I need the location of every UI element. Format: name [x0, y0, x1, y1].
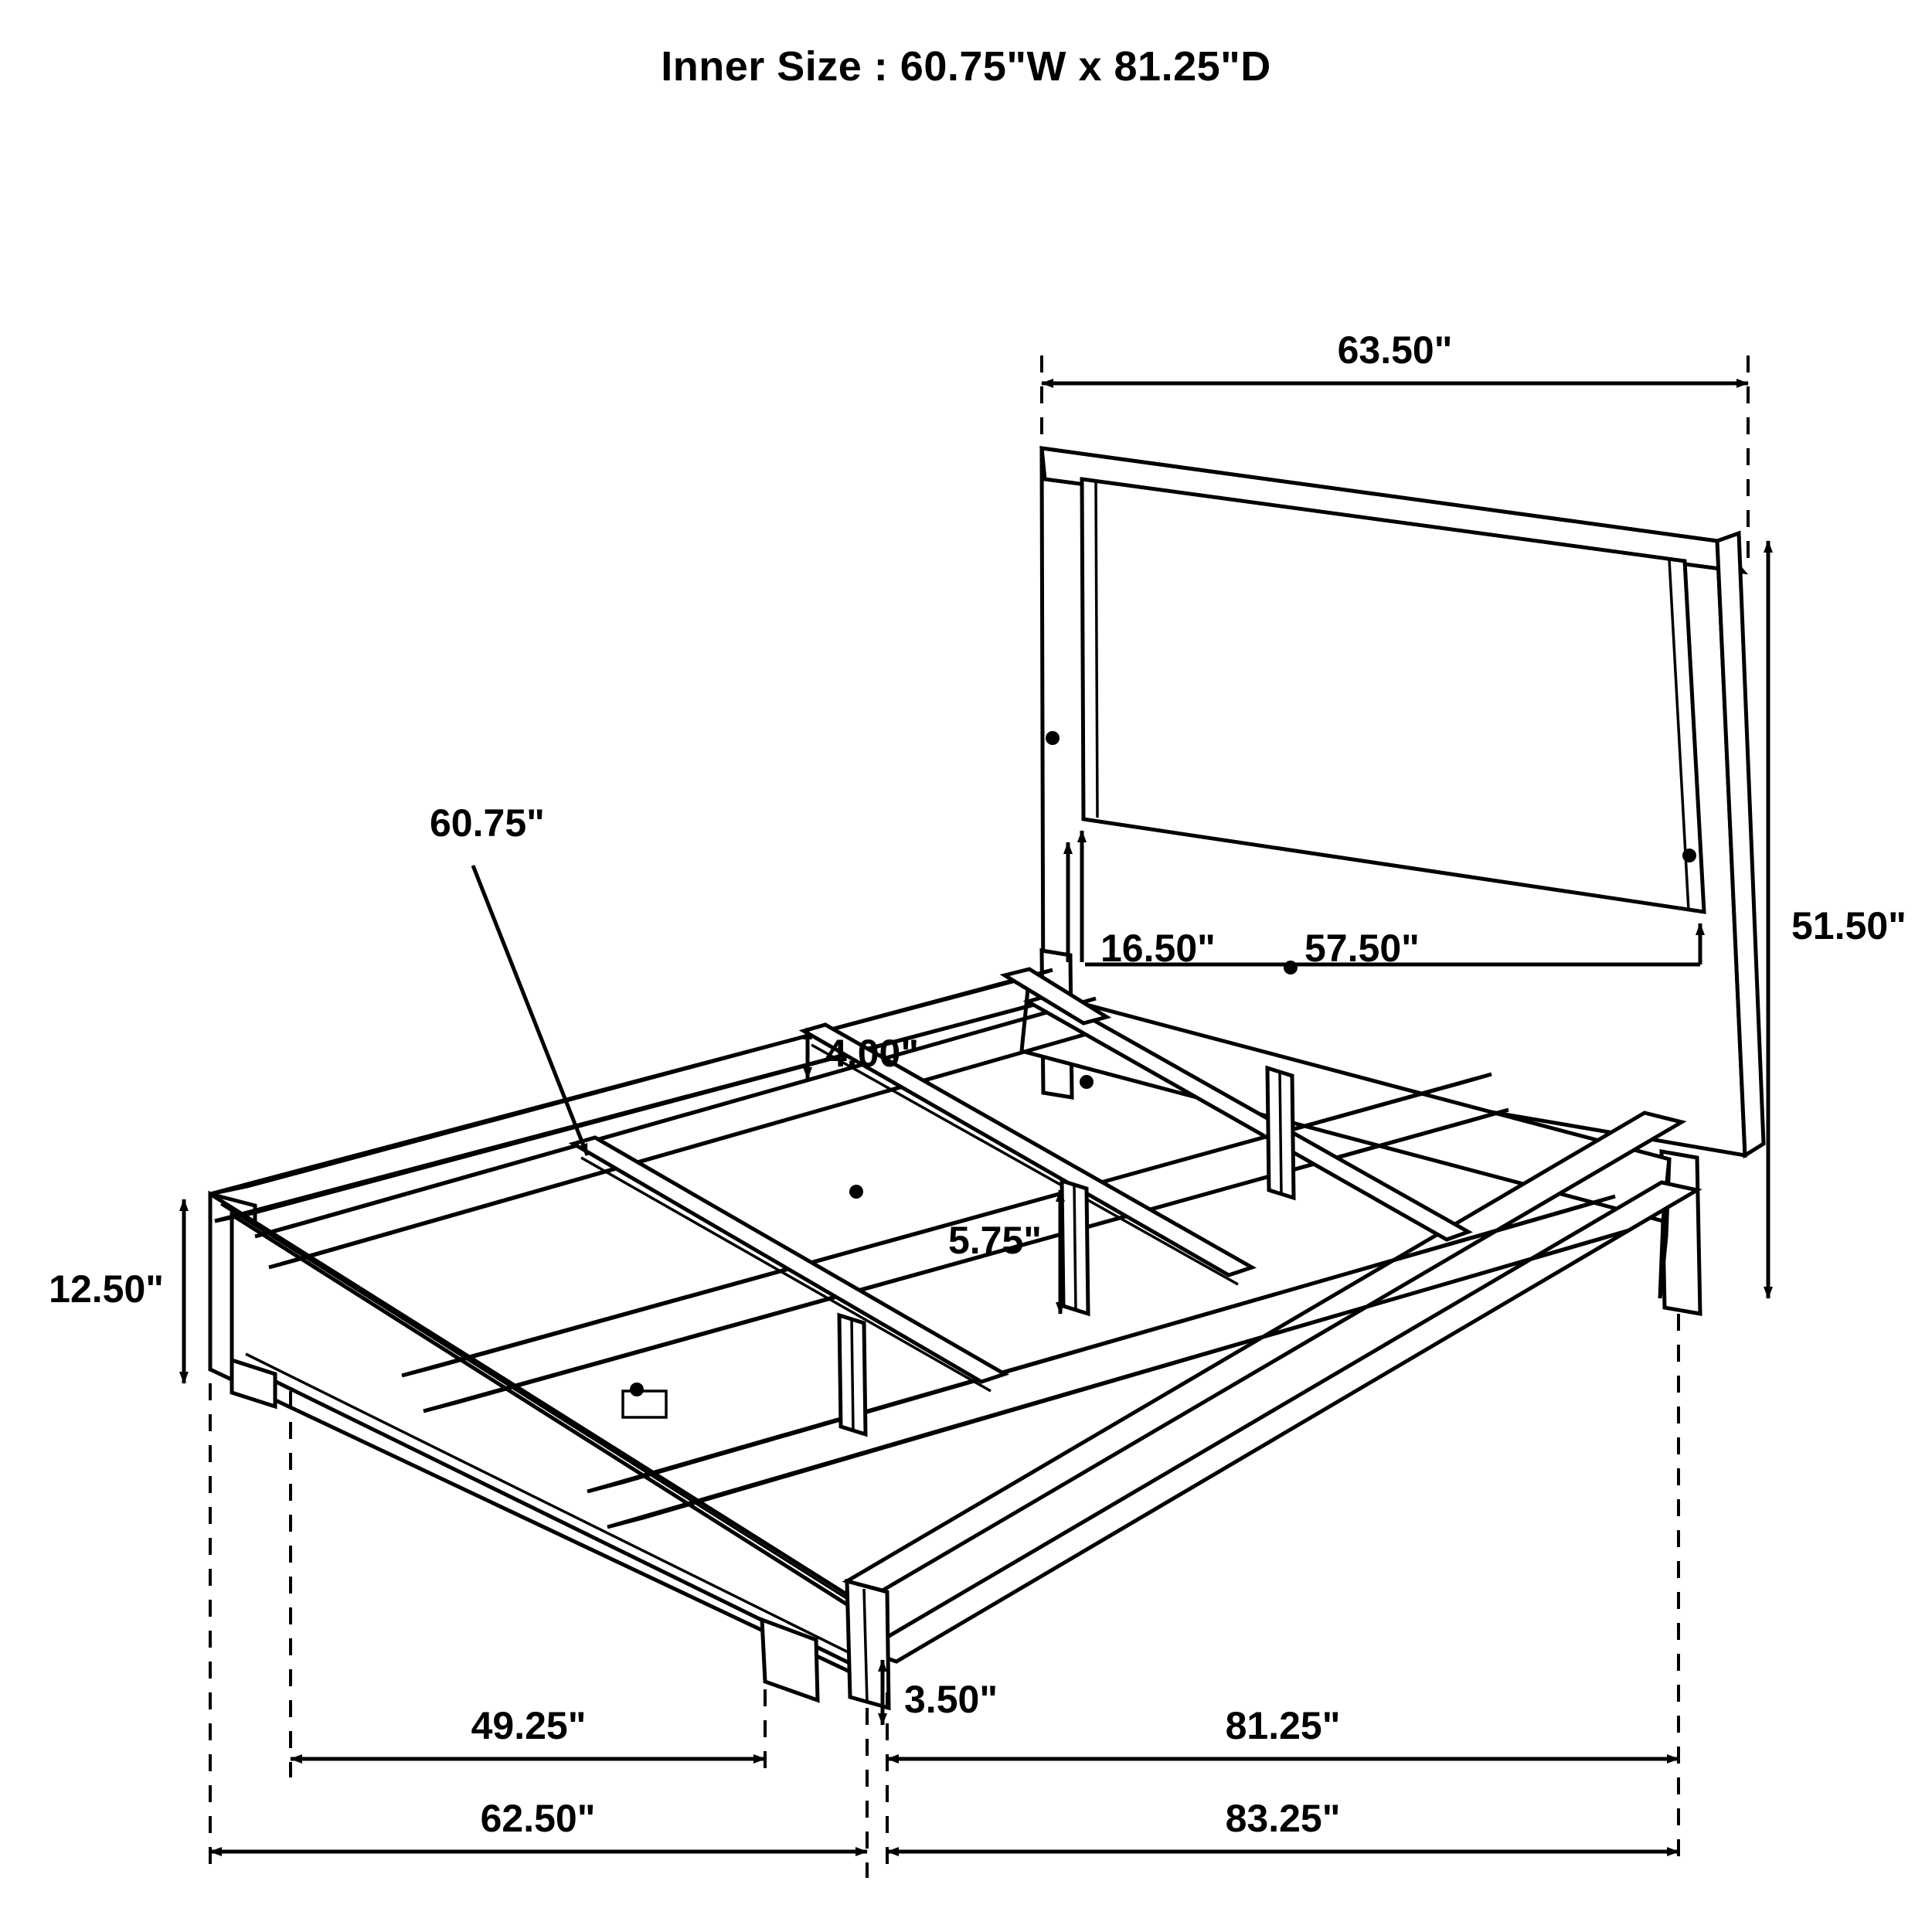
dim-label-headboard-height: 51.50": [1791, 904, 1906, 947]
headboard-top-edge: [1039, 446, 1749, 575]
dim-label-overall-width: 62.50": [481, 1797, 596, 1840]
headboard-panel-right-edge: [1683, 560, 1706, 913]
footboard-inner-panel: [230, 1211, 883, 1682]
dimension-overall-width: 62.50": [209, 1383, 868, 1870]
headboard-screw-hole-right: [1682, 849, 1696, 862]
stringer-hole-2: [1080, 1075, 1094, 1089]
center-leg-rear-edge: [1278, 1070, 1283, 1196]
slat-support-frame: [254, 961, 1630, 1529]
dim-label-center-support: 5.75": [948, 1219, 1042, 1262]
footboard-top-bevel: [220, 1202, 886, 1624]
dimension-headboard-width: 63.50": [1040, 328, 1750, 572]
dim-label-overall-length: 83.25": [1226, 1797, 1341, 1840]
dimension-footboard-width: 49.25": [289, 1391, 767, 1777]
stringer-right-lower: [607, 1228, 1630, 1529]
headboard-screw-hole-left: [1046, 731, 1060, 745]
dim-label-panel-width: 57.50": [1304, 927, 1420, 970]
dimension-panel-row: 16.50" 57.50": [1063, 830, 1705, 970]
footboard-lower-bevel: [245, 1352, 883, 1671]
dim-label-headboard-width: 63.50": [1338, 328, 1453, 372]
right-rail-bottom-edge: [896, 1189, 1698, 1663]
footboard-right-post-edge: [862, 1588, 869, 1704]
bed-assembly: [208, 446, 1766, 1711]
dimension-overall-length: 83.25": [866, 1708, 1679, 1878]
left-rail-top-face: [209, 968, 1053, 1196]
stringer-hole-3: [630, 1383, 644, 1396]
right-rail-upper-face: [842, 1111, 1687, 1593]
center-leg-front-edge: [850, 1318, 855, 1432]
stringer-left-outer: [254, 996, 1097, 1239]
dimension-slat-width: 60.75": [430, 801, 590, 1156]
dimension-side-rail-length: 81.25": [886, 1314, 1680, 1870]
leader-line-slat-width: [471, 865, 590, 1156]
headboard-panel-left-edge: [1080, 478, 1085, 820]
stringer-right: [587, 1194, 1616, 1494]
dim-label-side-rail-length: 81.25": [1226, 1704, 1341, 1747]
center-leg-mid-edge: [1073, 1183, 1077, 1311]
cross-slat-front-edge: [580, 1156, 992, 1393]
dimension-footboard-height: 12.50": [49, 1199, 189, 1384]
footboard-right-leg: [760, 1617, 820, 1703]
cross-slat-back-stub: [999, 967, 1112, 1026]
stringer-center: [401, 1072, 1492, 1378]
bracket-plate: [621, 1389, 668, 1419]
headboard-panel-left-inner: [1094, 480, 1099, 818]
dim-label-footboard-width: 49.25": [471, 1704, 587, 1747]
dimension-center-support: 5.75": [948, 1189, 1065, 1315]
dim-label-foot-clearance: 3.50": [904, 1678, 998, 1721]
dim-label-panel-offset: 16.50": [1100, 927, 1216, 970]
dimension-foot-clearance: 3.50": [878, 1659, 998, 1726]
dim-label-slat-thickness: 4.00": [825, 1032, 919, 1075]
stringer-hole-1: [849, 1185, 863, 1199]
footboard-left-leg: [230, 1357, 277, 1410]
headboard: [1039, 446, 1766, 1316]
dimension-headboard-height: 51.50": [1764, 540, 1906, 1299]
page-title: Inner Size : 60.75"W x 81.25"D: [661, 43, 1271, 90]
dim-label-footboard-height: 12.50": [49, 1267, 164, 1311]
dim-label-slat-width: 60.75": [430, 801, 545, 845]
dimension-slat-thickness: 4.00": [803, 1027, 919, 1080]
cross-slat-front: [568, 1135, 1010, 1384]
cross-slat-mid-edge: [811, 1043, 1239, 1286]
